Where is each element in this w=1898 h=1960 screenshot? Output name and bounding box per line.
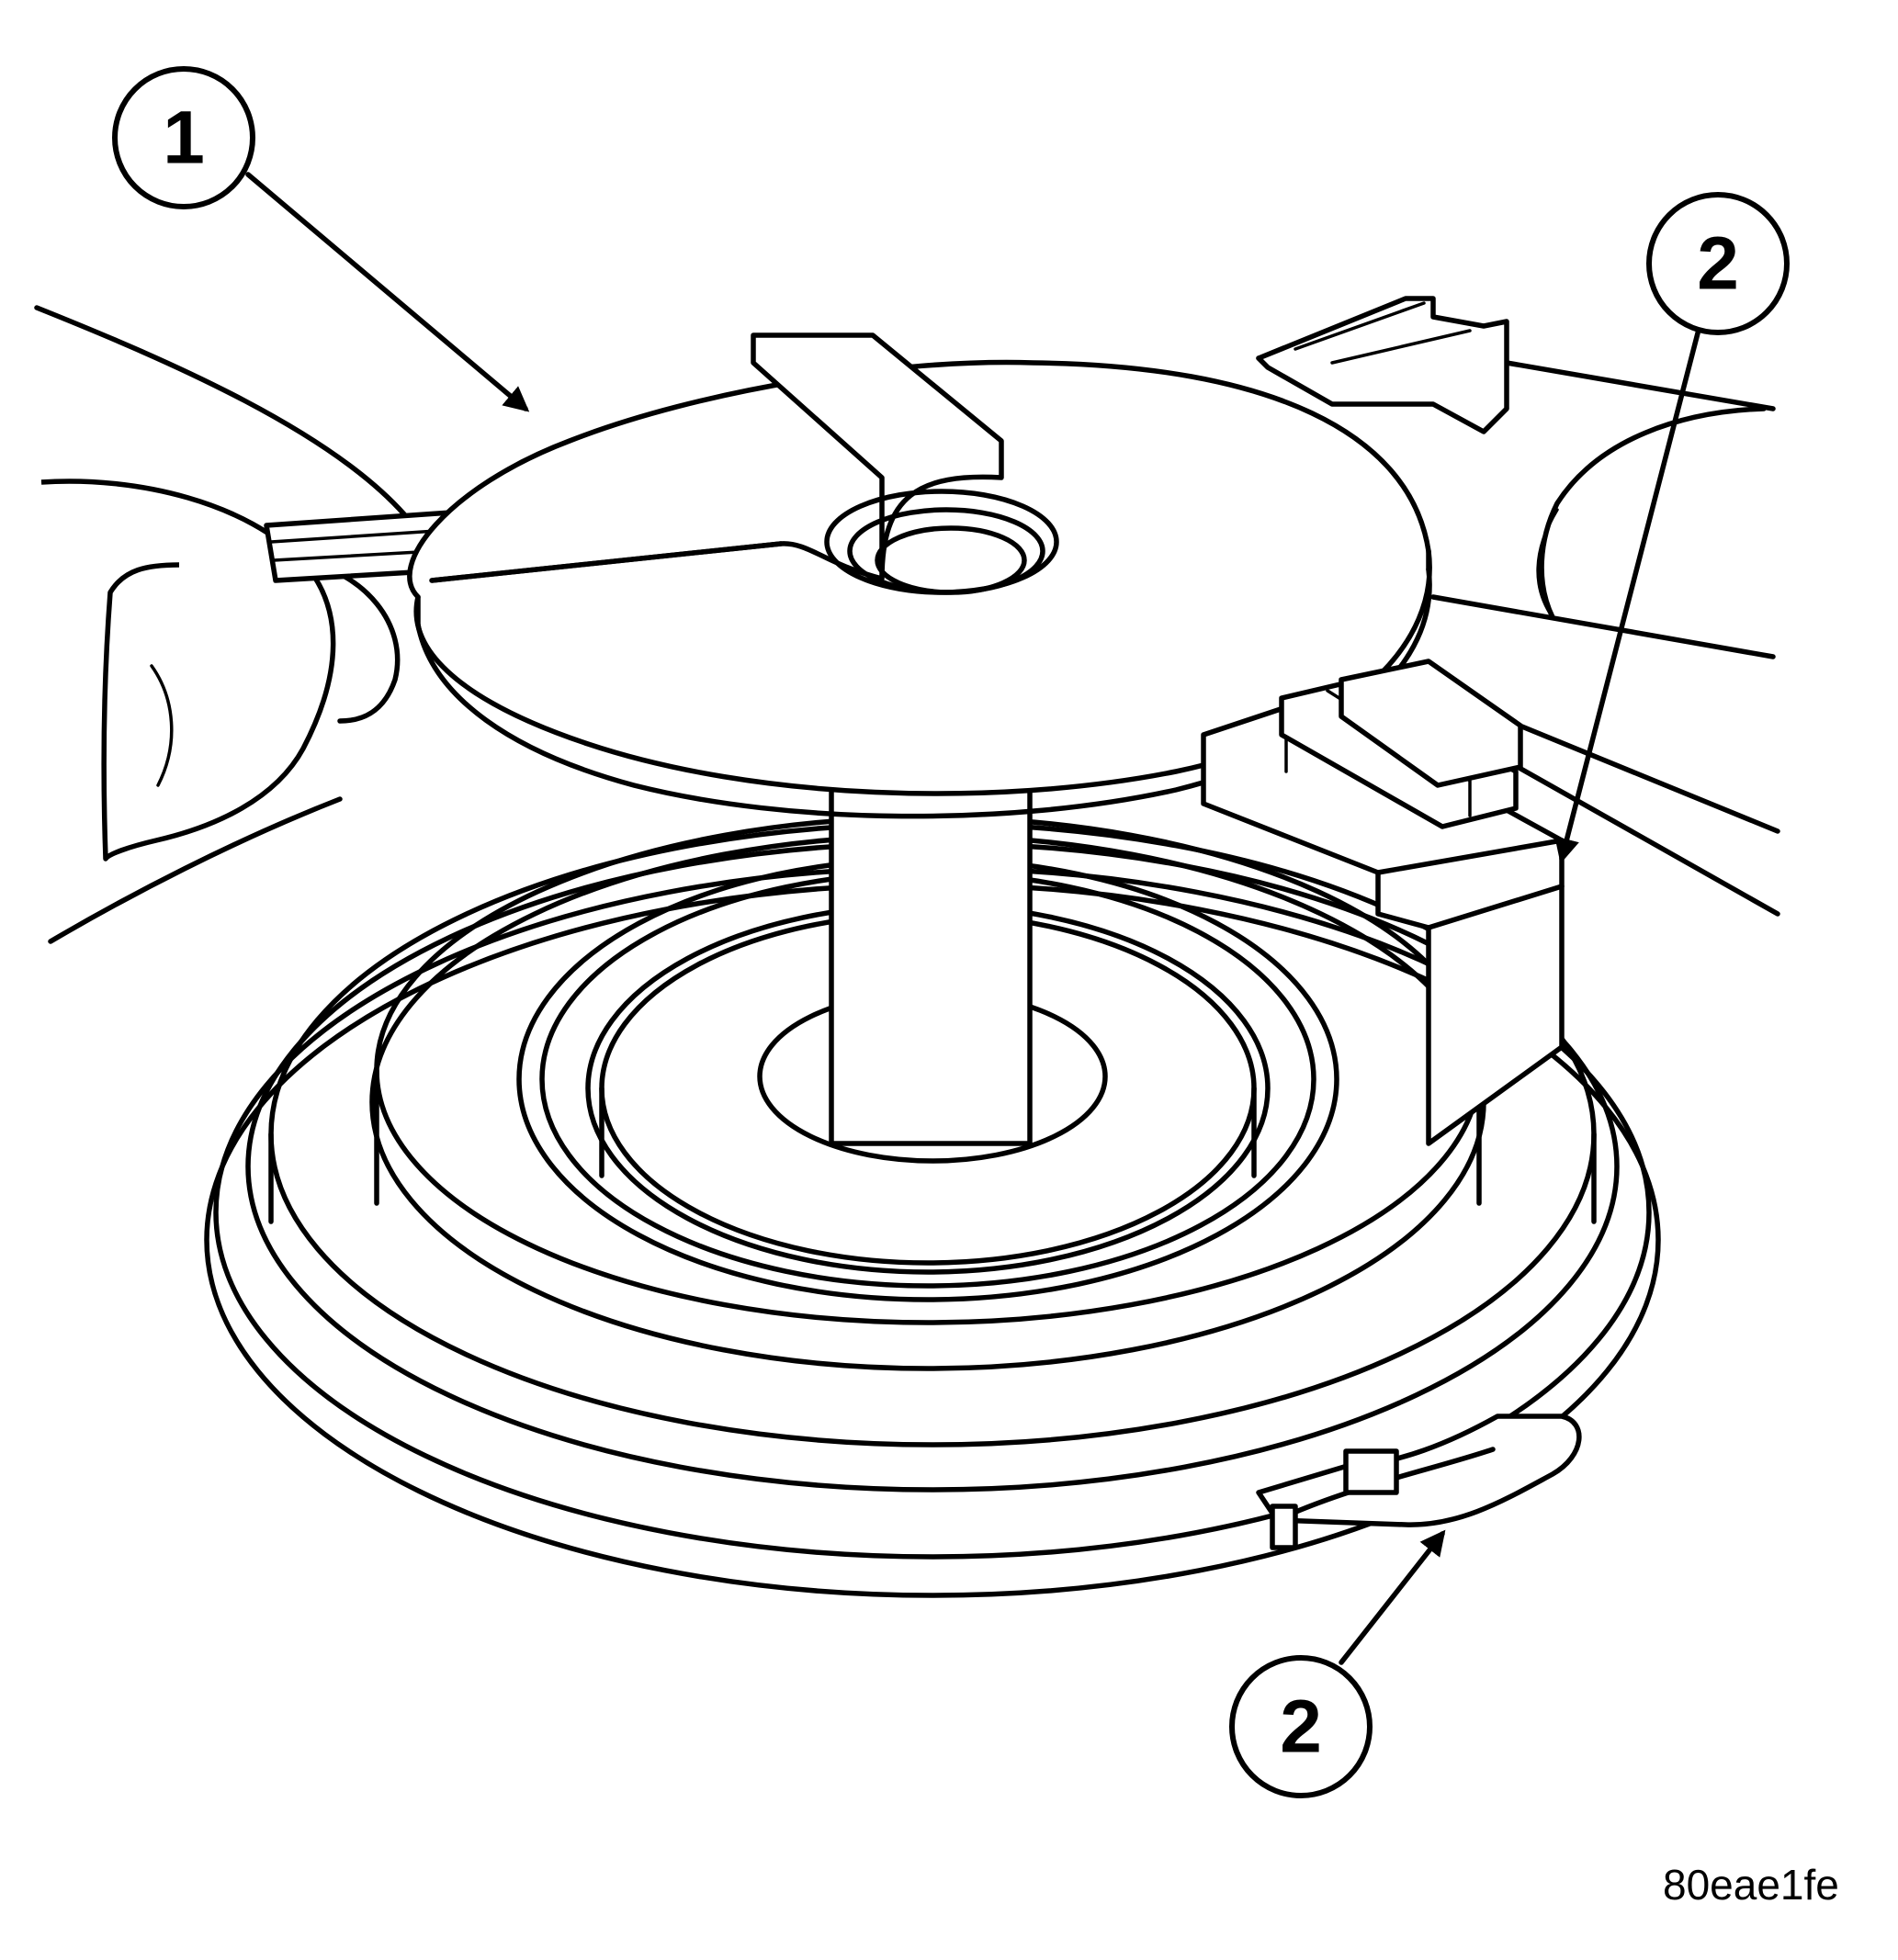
callout-2-lower-label: 2 <box>1280 1685 1322 1769</box>
center-shaft <box>829 769 1033 1146</box>
callout-2-upper-label: 2 <box>1697 222 1739 306</box>
leader-arrow-1 <box>245 172 530 412</box>
callout-2-upper: 2 <box>1646 192 1790 335</box>
lower-lock-tab <box>1256 1414 1582 1550</box>
rotor-disc <box>407 332 1432 819</box>
leader-arrow-2-upper <box>1554 323 1702 864</box>
upper-lock-tab <box>1201 659 1565 1146</box>
upper-bracket <box>1256 296 1509 434</box>
callout-2-lower: 2 <box>1229 1655 1373 1798</box>
leader-arrows <box>245 172 1702 1665</box>
callout-1-label: 1 <box>163 96 205 180</box>
leader-arrow-2-lower <box>1339 1529 1446 1665</box>
figure-id: 80eae1fe <box>1663 1861 1839 1909</box>
callout-1: 1 <box>112 66 255 209</box>
